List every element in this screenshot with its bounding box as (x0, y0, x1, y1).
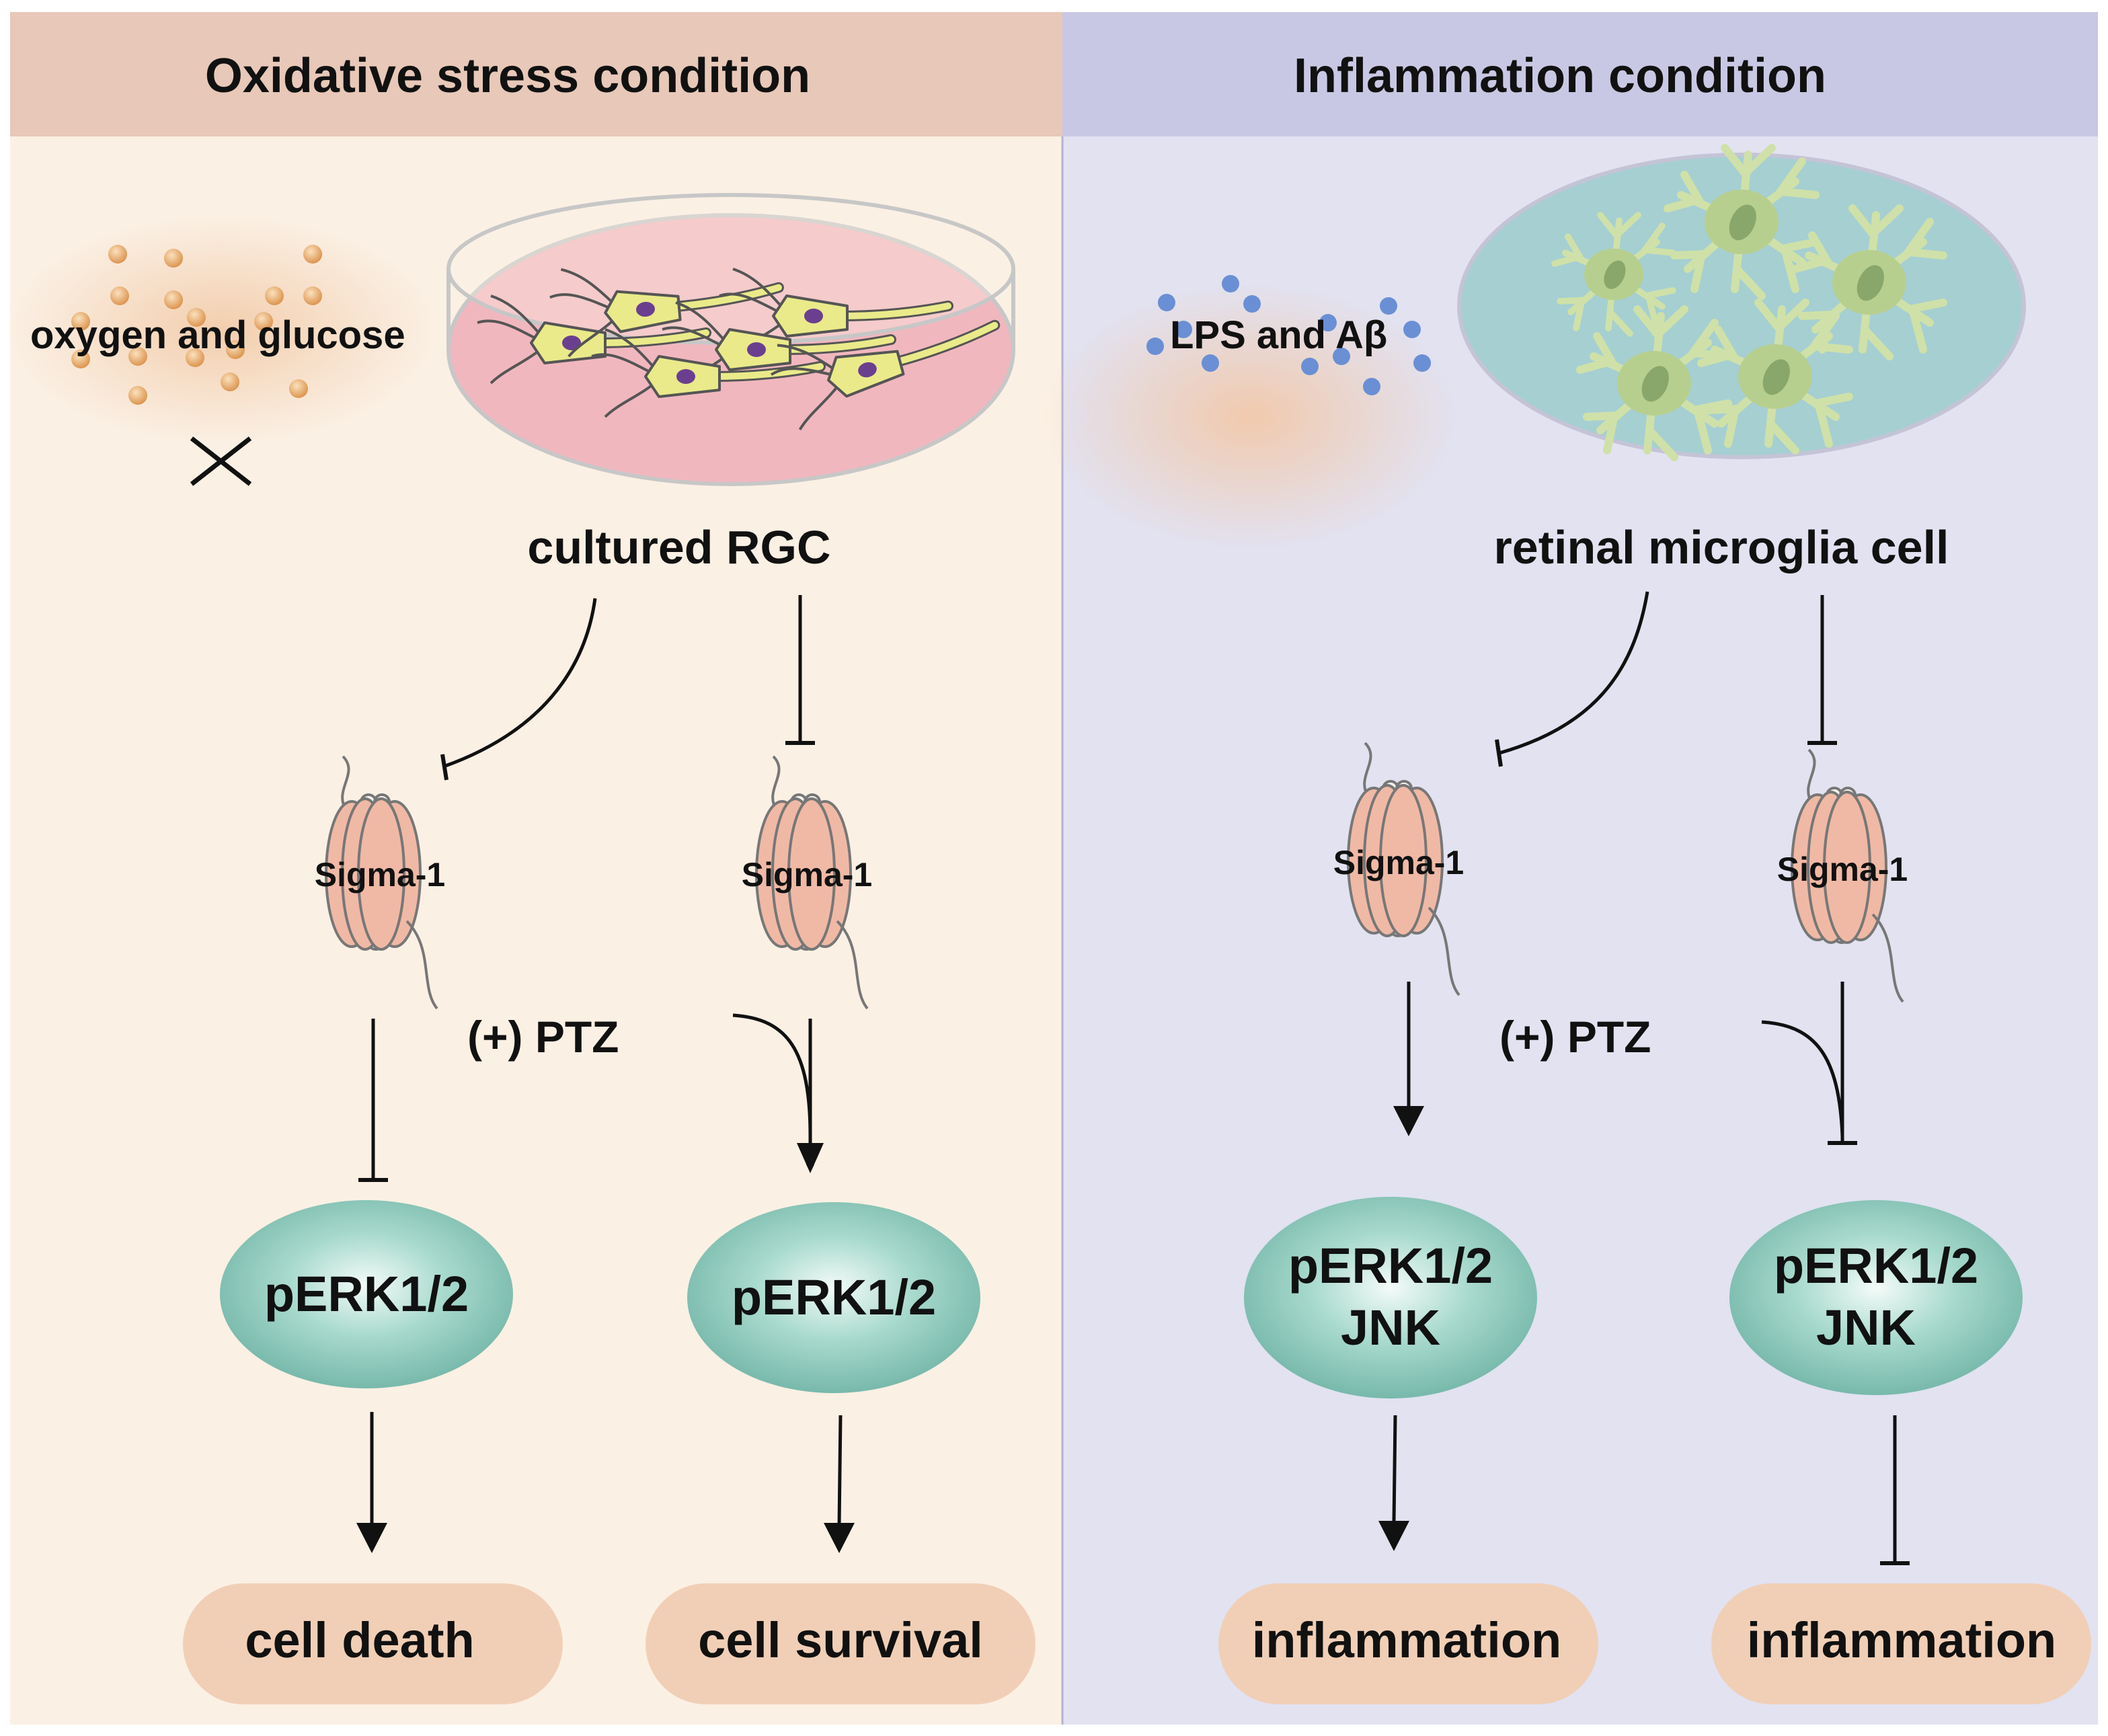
right-panel-title: Inflammation condition (1294, 49, 1826, 103)
lps-abeta-label: LPS and Aβ (1170, 313, 1387, 357)
left-panel-title: Oxidative stress condition (205, 49, 810, 103)
lps-abeta-particles (1146, 275, 1431, 395)
arrow-head (1393, 1106, 1424, 1136)
inhibition-bar (1495, 739, 1503, 767)
lps-abeta-glow (1042, 282, 1459, 551)
arrow-head (797, 1143, 824, 1173)
arrow-head (824, 1523, 855, 1553)
outcome-label-right-panel-left: inflammation (1252, 1612, 1561, 1668)
receptor-label-left: Sigma-1 (315, 856, 446, 894)
cultured-rgc-label: cultured RGC (527, 521, 830, 574)
ptz-to-receptor-inhibition (1761, 1020, 1844, 1137)
outcome-label-left: cell death (245, 1612, 474, 1668)
microglia-to-receptor-left-inhibition (1499, 591, 1649, 755)
arrow-head (356, 1523, 387, 1553)
outcome-label-right: cell survival (698, 1612, 983, 1668)
kinase-label-rr-line1: pERK1/2 (1774, 1238, 1978, 1294)
receptor-label-right-panel-left: Sigma-1 (1333, 844, 1465, 881)
outcome-box-right (646, 1583, 1036, 1704)
ptz-label-left: (+) PTZ (467, 1012, 619, 1062)
left-panel-header (10, 12, 1062, 136)
oxygen-glucose-label: oxygen and glucose (30, 313, 405, 357)
kinase-right-panel-right (1729, 1200, 2023, 1395)
ptz-label-right: (+) PTZ (1499, 1012, 1651, 1062)
rgc-to-receptor-left-inhibition (443, 598, 597, 768)
outcome-box-right-panel-right (1711, 1583, 2091, 1704)
kinase-right-panel-left (1244, 1197, 1537, 1398)
kinase-to-outcome-right-arrow (837, 1415, 843, 1527)
oxygen-glucose-glow (7, 215, 437, 444)
kinase-label-rl-line2: JNK (1341, 1300, 1440, 1355)
kinase-label-rr-line2: JNK (1816, 1300, 1916, 1355)
kinase-label-left: pERK1/2 (264, 1266, 469, 1322)
outcome-label-right-panel-right: inflammation (1747, 1612, 2056, 1668)
receptor-label-right-panel-right: Sigma-1 (1777, 851, 1908, 888)
kinase-to-inflammation-activation (1392, 1415, 1397, 1524)
kinase-label-rl-line1: pERK1/2 (1288, 1238, 1493, 1294)
culture-dish (446, 193, 1015, 486)
microglia-label: retinal microglia cell (1494, 521, 1949, 574)
absence-cross-icon (190, 436, 252, 486)
kinase-label-right: pERK1/2 (732, 1269, 936, 1325)
oxygen-glucose-particles (71, 245, 322, 405)
kinase-left (220, 1200, 513, 1388)
outcome-box-left (183, 1583, 563, 1704)
arrow-head (1378, 1521, 1409, 1551)
receptor-label-right: Sigma-1 (742, 856, 873, 894)
microglia-tissue (1457, 148, 2026, 457)
inhibition-bar (440, 754, 448, 781)
kinase-right (687, 1202, 980, 1393)
outcome-box-right-panel-left (1218, 1583, 1598, 1704)
right-panel-header (1062, 12, 2098, 136)
